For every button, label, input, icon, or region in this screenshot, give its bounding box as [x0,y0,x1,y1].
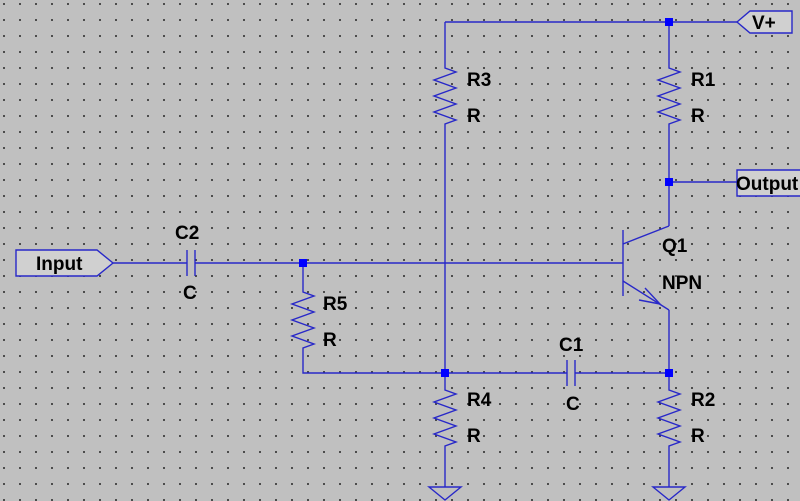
ground-icon[interactable] [427,486,463,501]
junction-dot [441,369,449,377]
port-output-label: Output [736,174,799,195]
port-output[interactable]: Output [736,169,800,197]
c1-value: C [566,394,580,415]
port-vplus-label: V+ [752,13,776,34]
port-vplus[interactable]: V+ [735,10,793,34]
capacitor-c1[interactable]: C1 C [559,335,584,415]
r5-value: R [323,330,337,351]
wire-r5-bottom[interactable] [302,350,445,374]
r4-name: R4 [467,390,492,411]
r3-name: R3 [467,70,491,91]
c2-value: C [183,283,197,304]
r4-value: R [467,426,481,447]
r1-value: R [691,106,705,127]
q1-name: Q1 [662,236,688,257]
resistor-r1[interactable]: R1 R [655,62,716,128]
resistor-r2[interactable]: R2 R [655,384,715,448]
junction-dot [665,18,673,26]
port-input[interactable]: Input [15,249,115,277]
junction-dot [665,178,673,186]
ground-icon[interactable] [651,486,687,501]
q1-value: NPN [662,273,702,294]
capacitor-c2[interactable]: C2 C [175,223,199,304]
resistor-r5[interactable]: R5 R [289,286,348,351]
transistor-q1[interactable]: Q1 NPN [622,225,702,311]
wires [113,21,737,487]
r5-name: R5 [323,294,348,315]
junction-dot [665,369,673,377]
r3-value: R [467,106,481,127]
resistor-r4[interactable]: R4 R [431,384,492,448]
r1-name: R1 [691,70,716,91]
junctions [299,18,673,377]
r2-value: R [691,426,705,447]
port-input-label: Input [36,254,83,275]
resistor-r3[interactable]: R3 R [431,62,491,128]
c1-name: C1 [559,335,584,356]
r2-name: R2 [691,390,715,411]
c2-name: C2 [175,223,199,244]
junction-dot [299,259,307,267]
